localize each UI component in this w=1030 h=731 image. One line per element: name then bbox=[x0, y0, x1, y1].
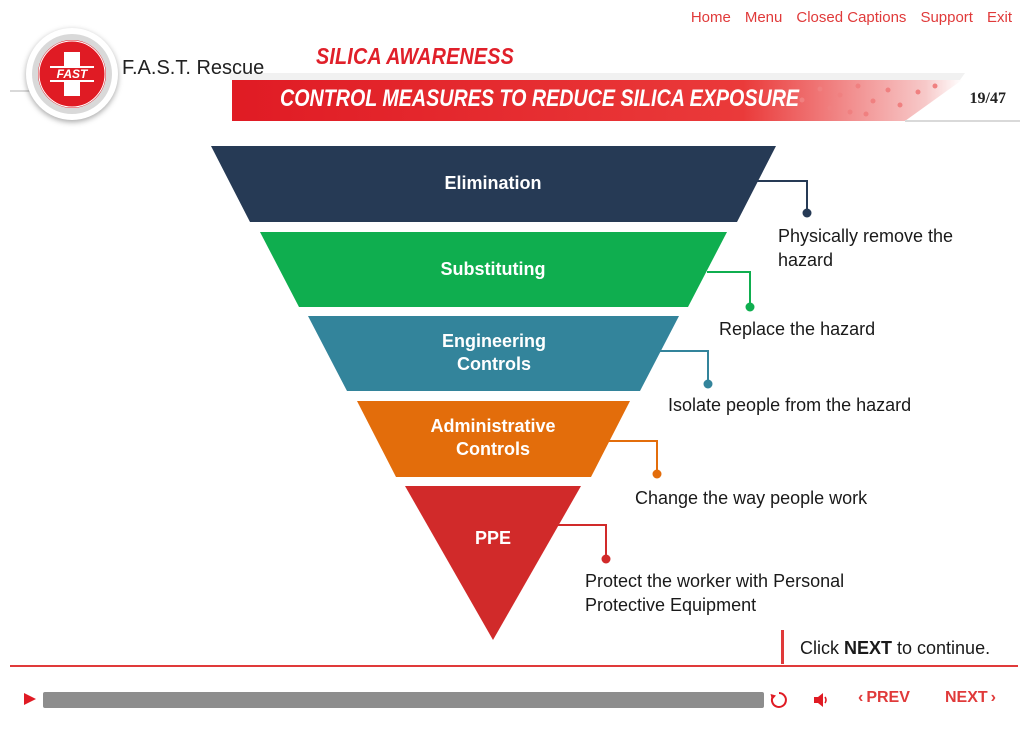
connector-dot-substituting bbox=[745, 302, 755, 312]
chevron-left-icon: ‹ bbox=[858, 689, 864, 706]
connector-substituting bbox=[707, 271, 751, 307]
continue-next-word: NEXT bbox=[844, 638, 893, 658]
slide-title: CONTROL MEASURES TO REDUCE SILICA EXPOSU… bbox=[280, 85, 800, 112]
brand-name: F.A.S.T. Rescue bbox=[122, 57, 265, 79]
page-counter: 19/47 bbox=[969, 90, 1006, 107]
tier-substituting-shape bbox=[260, 232, 727, 307]
logo-text: FAST bbox=[57, 67, 89, 81]
footer-divider bbox=[10, 665, 1018, 667]
connector-dot-engineering bbox=[703, 379, 713, 389]
exit-link[interactable]: Exit bbox=[986, 9, 1012, 26]
top-nav: Home Menu Closed Captions Support Exit bbox=[691, 9, 1012, 26]
play-icon bbox=[24, 693, 36, 705]
connector-engineering bbox=[660, 350, 709, 384]
prev-button[interactable]: ‹ PREV bbox=[858, 689, 910, 707]
home-link[interactable]: Home bbox=[690, 9, 731, 26]
logo-badge: FAST bbox=[26, 28, 118, 120]
tier-desc-elimination: Physically remove the hazard bbox=[778, 226, 954, 270]
connector-ppe bbox=[542, 524, 607, 559]
control-hierarchy-funnel bbox=[211, 146, 812, 640]
menu-link[interactable]: Menu bbox=[744, 9, 783, 26]
next-label: NEXT bbox=[945, 689, 988, 706]
continue-suffix: to continue. bbox=[892, 638, 991, 658]
tier-ppe-shape bbox=[405, 486, 581, 640]
replay-icon bbox=[770, 692, 787, 708]
tier-label-engineering: Engineering Controls bbox=[441, 331, 546, 374]
tier-engineering-shape bbox=[308, 316, 679, 391]
tier-desc-ppe: Protect the worker with Personal Protect… bbox=[585, 571, 845, 615]
continue-prefix: Click bbox=[800, 638, 844, 658]
tier-label-administrative: Administrative Controls bbox=[430, 416, 556, 459]
tier-label-elimination: Elimination bbox=[444, 173, 542, 193]
tier-administrative-shape bbox=[357, 401, 630, 477]
seek-bar[interactable] bbox=[43, 692, 764, 708]
replay-button[interactable] bbox=[769, 690, 789, 710]
volume-icon bbox=[814, 693, 827, 707]
tier-desc-substituting: Replace the hazard bbox=[719, 319, 876, 339]
prev-label: PREV bbox=[866, 689, 910, 706]
tier-desc-administrative: Change the way people work bbox=[635, 488, 868, 508]
header-banner: FAST F.A.S.T. Rescue SILICA AWARENESS CO… bbox=[0, 0, 1030, 135]
volume-button[interactable] bbox=[812, 690, 830, 710]
closed-captions-link[interactable]: Closed Captions bbox=[796, 9, 907, 26]
banner-graphic bbox=[10, 73, 1020, 122]
connector-dot-elimination bbox=[802, 208, 812, 218]
connector-administrative bbox=[609, 440, 658, 474]
chevron-right-icon: › bbox=[990, 689, 996, 706]
connector-elimination bbox=[757, 180, 808, 213]
continue-instruction: Click NEXT to continue. bbox=[781, 630, 1011, 664]
connector-dot-ppe bbox=[601, 554, 611, 564]
tier-label-ppe: PPE bbox=[474, 528, 512, 548]
next-button[interactable]: NEXT › bbox=[945, 689, 996, 707]
fast-logo-icon: FAST bbox=[32, 34, 112, 114]
course-title: SILICA AWARENESS bbox=[316, 43, 515, 69]
tier-desc-engineering: Isolate people from the hazard bbox=[668, 395, 912, 415]
connector-dot-administrative bbox=[652, 469, 662, 479]
support-link[interactable]: Support bbox=[920, 9, 973, 26]
tier-label-substituting: Substituting bbox=[440, 259, 546, 279]
tier-elimination-shape bbox=[211, 146, 776, 222]
play-button[interactable] bbox=[23, 692, 37, 706]
